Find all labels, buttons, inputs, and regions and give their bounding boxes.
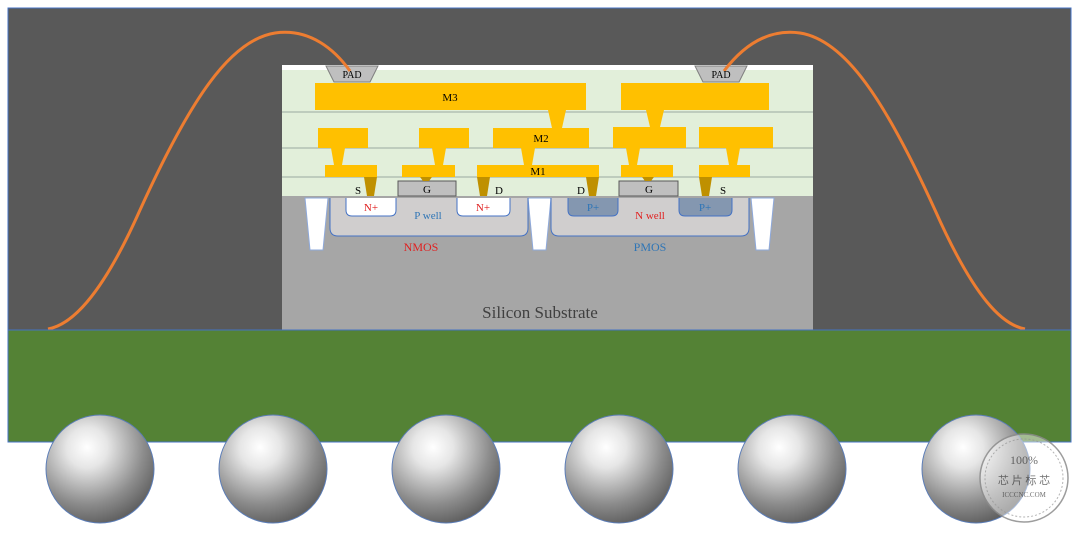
watermark-seal: 100% 芯 片 标 芯 ICCCNC.COM xyxy=(979,433,1069,523)
pmos-source-diffusion-label: P+ xyxy=(699,202,711,214)
solder-ball xyxy=(564,414,674,524)
bond-wire-right xyxy=(722,30,1026,331)
pmos-drain-diffusion-label: P+ xyxy=(587,202,599,214)
solder-ball xyxy=(737,414,847,524)
metal-1 xyxy=(325,165,750,177)
nmos-drain-diffusion xyxy=(456,198,511,217)
nmos-source-diffusion xyxy=(345,198,397,217)
watermark-top: 100% xyxy=(1010,453,1038,467)
solder-ball xyxy=(218,414,328,524)
nmos-drain-diffusion-label: N+ xyxy=(476,202,490,214)
solder-ball xyxy=(391,414,501,524)
watermark-bottom: ICCCNC.COM xyxy=(1002,491,1047,499)
m1-label: M1 xyxy=(530,166,545,178)
pmos-source-diffusion xyxy=(678,198,733,217)
metal-2 xyxy=(318,127,773,148)
package-substrate-board xyxy=(7,329,1072,443)
pmos-source-label: S xyxy=(720,185,726,197)
watermark-middle: 芯 片 标 芯 xyxy=(998,473,1050,487)
pmos-label: PMOS xyxy=(634,240,667,254)
pmos-drain-diffusion xyxy=(567,198,619,217)
contacts xyxy=(364,177,712,196)
p-well-label: P well xyxy=(414,210,441,222)
nmos-source-diffusion-label: N+ xyxy=(364,202,378,214)
via-m2-m3 xyxy=(548,110,664,128)
m2-label: M2 xyxy=(533,133,548,145)
nmos-label: NMOS xyxy=(404,240,439,254)
metal-3 xyxy=(315,83,769,110)
via-m1-m2 xyxy=(331,148,740,165)
m3-label: M3 xyxy=(442,92,458,104)
pad-left xyxy=(325,65,379,83)
nmos-source-label: S xyxy=(355,185,361,197)
substrate-label: Silicon Substrate xyxy=(482,303,598,322)
nmos-drain-label: D xyxy=(495,185,503,197)
bond-wire-left xyxy=(47,30,352,331)
pad-right-label: PAD xyxy=(711,70,730,81)
passivation-layer xyxy=(282,65,813,70)
pmos-drain-label: D xyxy=(577,185,585,197)
pmos-gate-label: G xyxy=(645,184,653,196)
nmos-gate-label: G xyxy=(423,184,431,196)
solder-ball xyxy=(921,414,1031,524)
solder-ball xyxy=(45,414,155,524)
solder-balls xyxy=(45,414,1031,524)
trench-isolation xyxy=(304,197,775,251)
pad-left-label: PAD xyxy=(342,70,361,81)
n-well-label: N well xyxy=(635,210,665,222)
